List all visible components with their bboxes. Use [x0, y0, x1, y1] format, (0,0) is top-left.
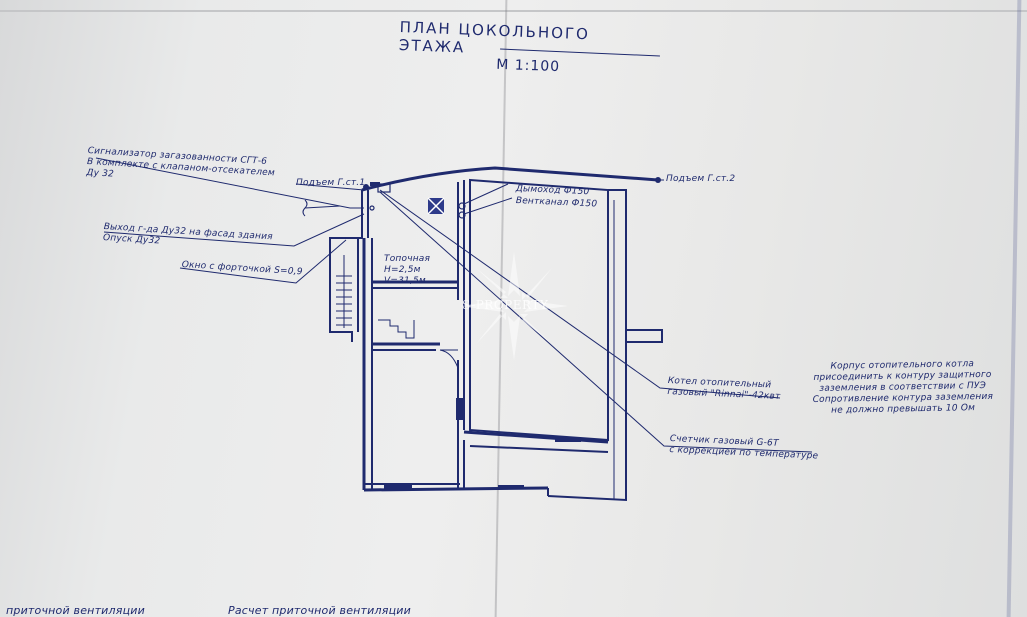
boiler-icon	[427, 197, 445, 215]
bottom-left-text: приточной вентиляции	[6, 604, 145, 617]
leader-lines	[95, 157, 813, 453]
windows	[370, 182, 581, 489]
drawing-title: ПЛАН ЦОКОЛЬНОГО ЭТАЖА М 1:100	[398, 18, 660, 79]
grounding-note: Корпус отопительного котла присоединить …	[812, 359, 994, 417]
watermark-logo	[460, 252, 568, 360]
riser1-label: Подъем Г.ст.1	[296, 178, 366, 188]
riser2-label: Подъем Г.ст.2	[666, 174, 736, 184]
bottom-mid-text: Расчет приточной вентиляции	[228, 604, 411, 617]
boiler-room-label: Топочная Н=2,5м V=31,5м	[384, 254, 430, 287]
boiler-room-height: Н=2,5м	[384, 265, 421, 275]
stairs	[336, 255, 415, 339]
sheet-edge	[0, 10, 1027, 12]
boiler-room-name: Топочная	[384, 254, 431, 264]
stair-wall	[329, 190, 363, 342]
top-wall	[361, 166, 659, 192]
boiler-room-volume: V=31,5м	[384, 276, 426, 286]
watermark-text: S-PROPERTY	[462, 298, 549, 312]
